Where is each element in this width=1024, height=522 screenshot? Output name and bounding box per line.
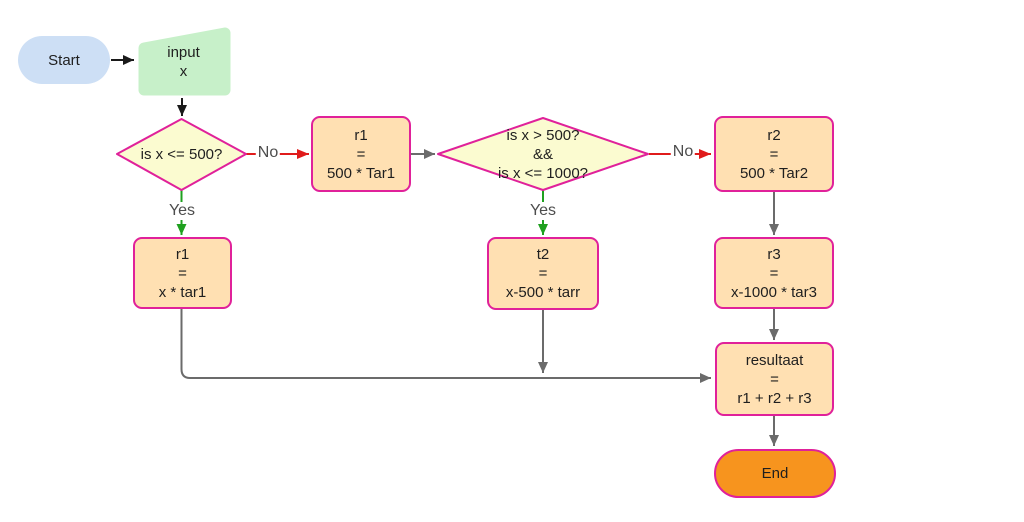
process-r1-no-shape xyxy=(311,116,411,192)
node-label-line: r1 xyxy=(354,126,368,144)
node-process-r1-x-tar1[interactable]: r1 = x * tar1 xyxy=(134,238,231,308)
edge-r1yes-to-resultaat xyxy=(180,309,711,383)
node-label-line: r2 xyxy=(767,126,781,144)
node-process-r2-500-tar2[interactable]: r2 = 500 * Tar2 xyxy=(715,117,833,191)
node-process-resultaat[interactable]: resultaat = r1 + r2 + r3 xyxy=(716,343,833,415)
node-label-line: 500 * Tar2 xyxy=(739,164,809,182)
decision2-diamond-shape xyxy=(437,117,649,191)
edge-label-yes2: Yes xyxy=(527,202,559,220)
node-label-line: r1 xyxy=(175,245,190,263)
node-label-line: r3 xyxy=(767,245,781,263)
process-t2-shape xyxy=(487,237,599,310)
edge-label-yes1: Yes xyxy=(166,202,198,220)
node-decision-x-lte-500[interactable]: is x <= 500? xyxy=(117,119,246,190)
process-resultaat-shape xyxy=(715,342,834,416)
process-r2-shape xyxy=(714,116,834,192)
node-label-line: x-1000 * tar3 xyxy=(731,283,817,301)
node-input-x[interactable]: input x xyxy=(137,31,230,93)
node-process-r1-500-tar1[interactable]: r1 = 500 * Tar1 xyxy=(312,117,410,191)
start-terminator-shape xyxy=(18,36,110,84)
process-r1-yes-shape xyxy=(133,237,232,309)
node-process-t2-x500-tarr[interactable]: t2 = x-500 * tarr xyxy=(488,238,598,309)
node-label-line: = xyxy=(769,145,779,163)
decision1-diamond-shape xyxy=(116,118,247,191)
node-label-line: is x <= 1000? xyxy=(497,164,589,182)
node-label-line: x xyxy=(179,63,188,80)
node-start[interactable]: Start xyxy=(18,36,110,84)
node-end[interactable]: End xyxy=(715,450,835,497)
node-label-line: && xyxy=(532,145,553,163)
node-label-line: x * tar1 xyxy=(158,283,207,301)
node-label-line: x-500 * tarr xyxy=(505,284,581,301)
node-label-line: t2 xyxy=(536,246,550,263)
node-label-line: = xyxy=(538,265,548,282)
node-label-line: 500 * Tar1 xyxy=(326,164,396,182)
end-terminator-shape xyxy=(714,449,836,498)
node-label: Start xyxy=(48,51,80,69)
edge-label-no1: No xyxy=(255,144,281,162)
process-r3-shape xyxy=(714,237,834,309)
node-label-line: r1 + r2 + r3 xyxy=(737,389,812,407)
node-label-line: = xyxy=(178,264,187,282)
node-label-line: is x > 500? xyxy=(506,126,580,144)
edge-label-no2: No xyxy=(670,143,696,161)
node-label-line: = xyxy=(769,264,779,282)
node-label-line: input xyxy=(167,44,200,61)
node-label-line: = xyxy=(770,370,779,388)
node-process-r3-x1000-tar3[interactable]: r3 = x-1000 * tar3 xyxy=(715,238,833,308)
node-label-line: resultaat xyxy=(745,351,804,369)
node-label-line: = xyxy=(356,145,366,163)
node-label: End xyxy=(761,465,789,482)
input-manual-input-shape xyxy=(138,27,231,96)
node-decision-x-500-1000[interactable]: is x > 500? && is x <= 1000? xyxy=(438,118,648,190)
node-label-line: is x <= 500? xyxy=(140,146,223,163)
